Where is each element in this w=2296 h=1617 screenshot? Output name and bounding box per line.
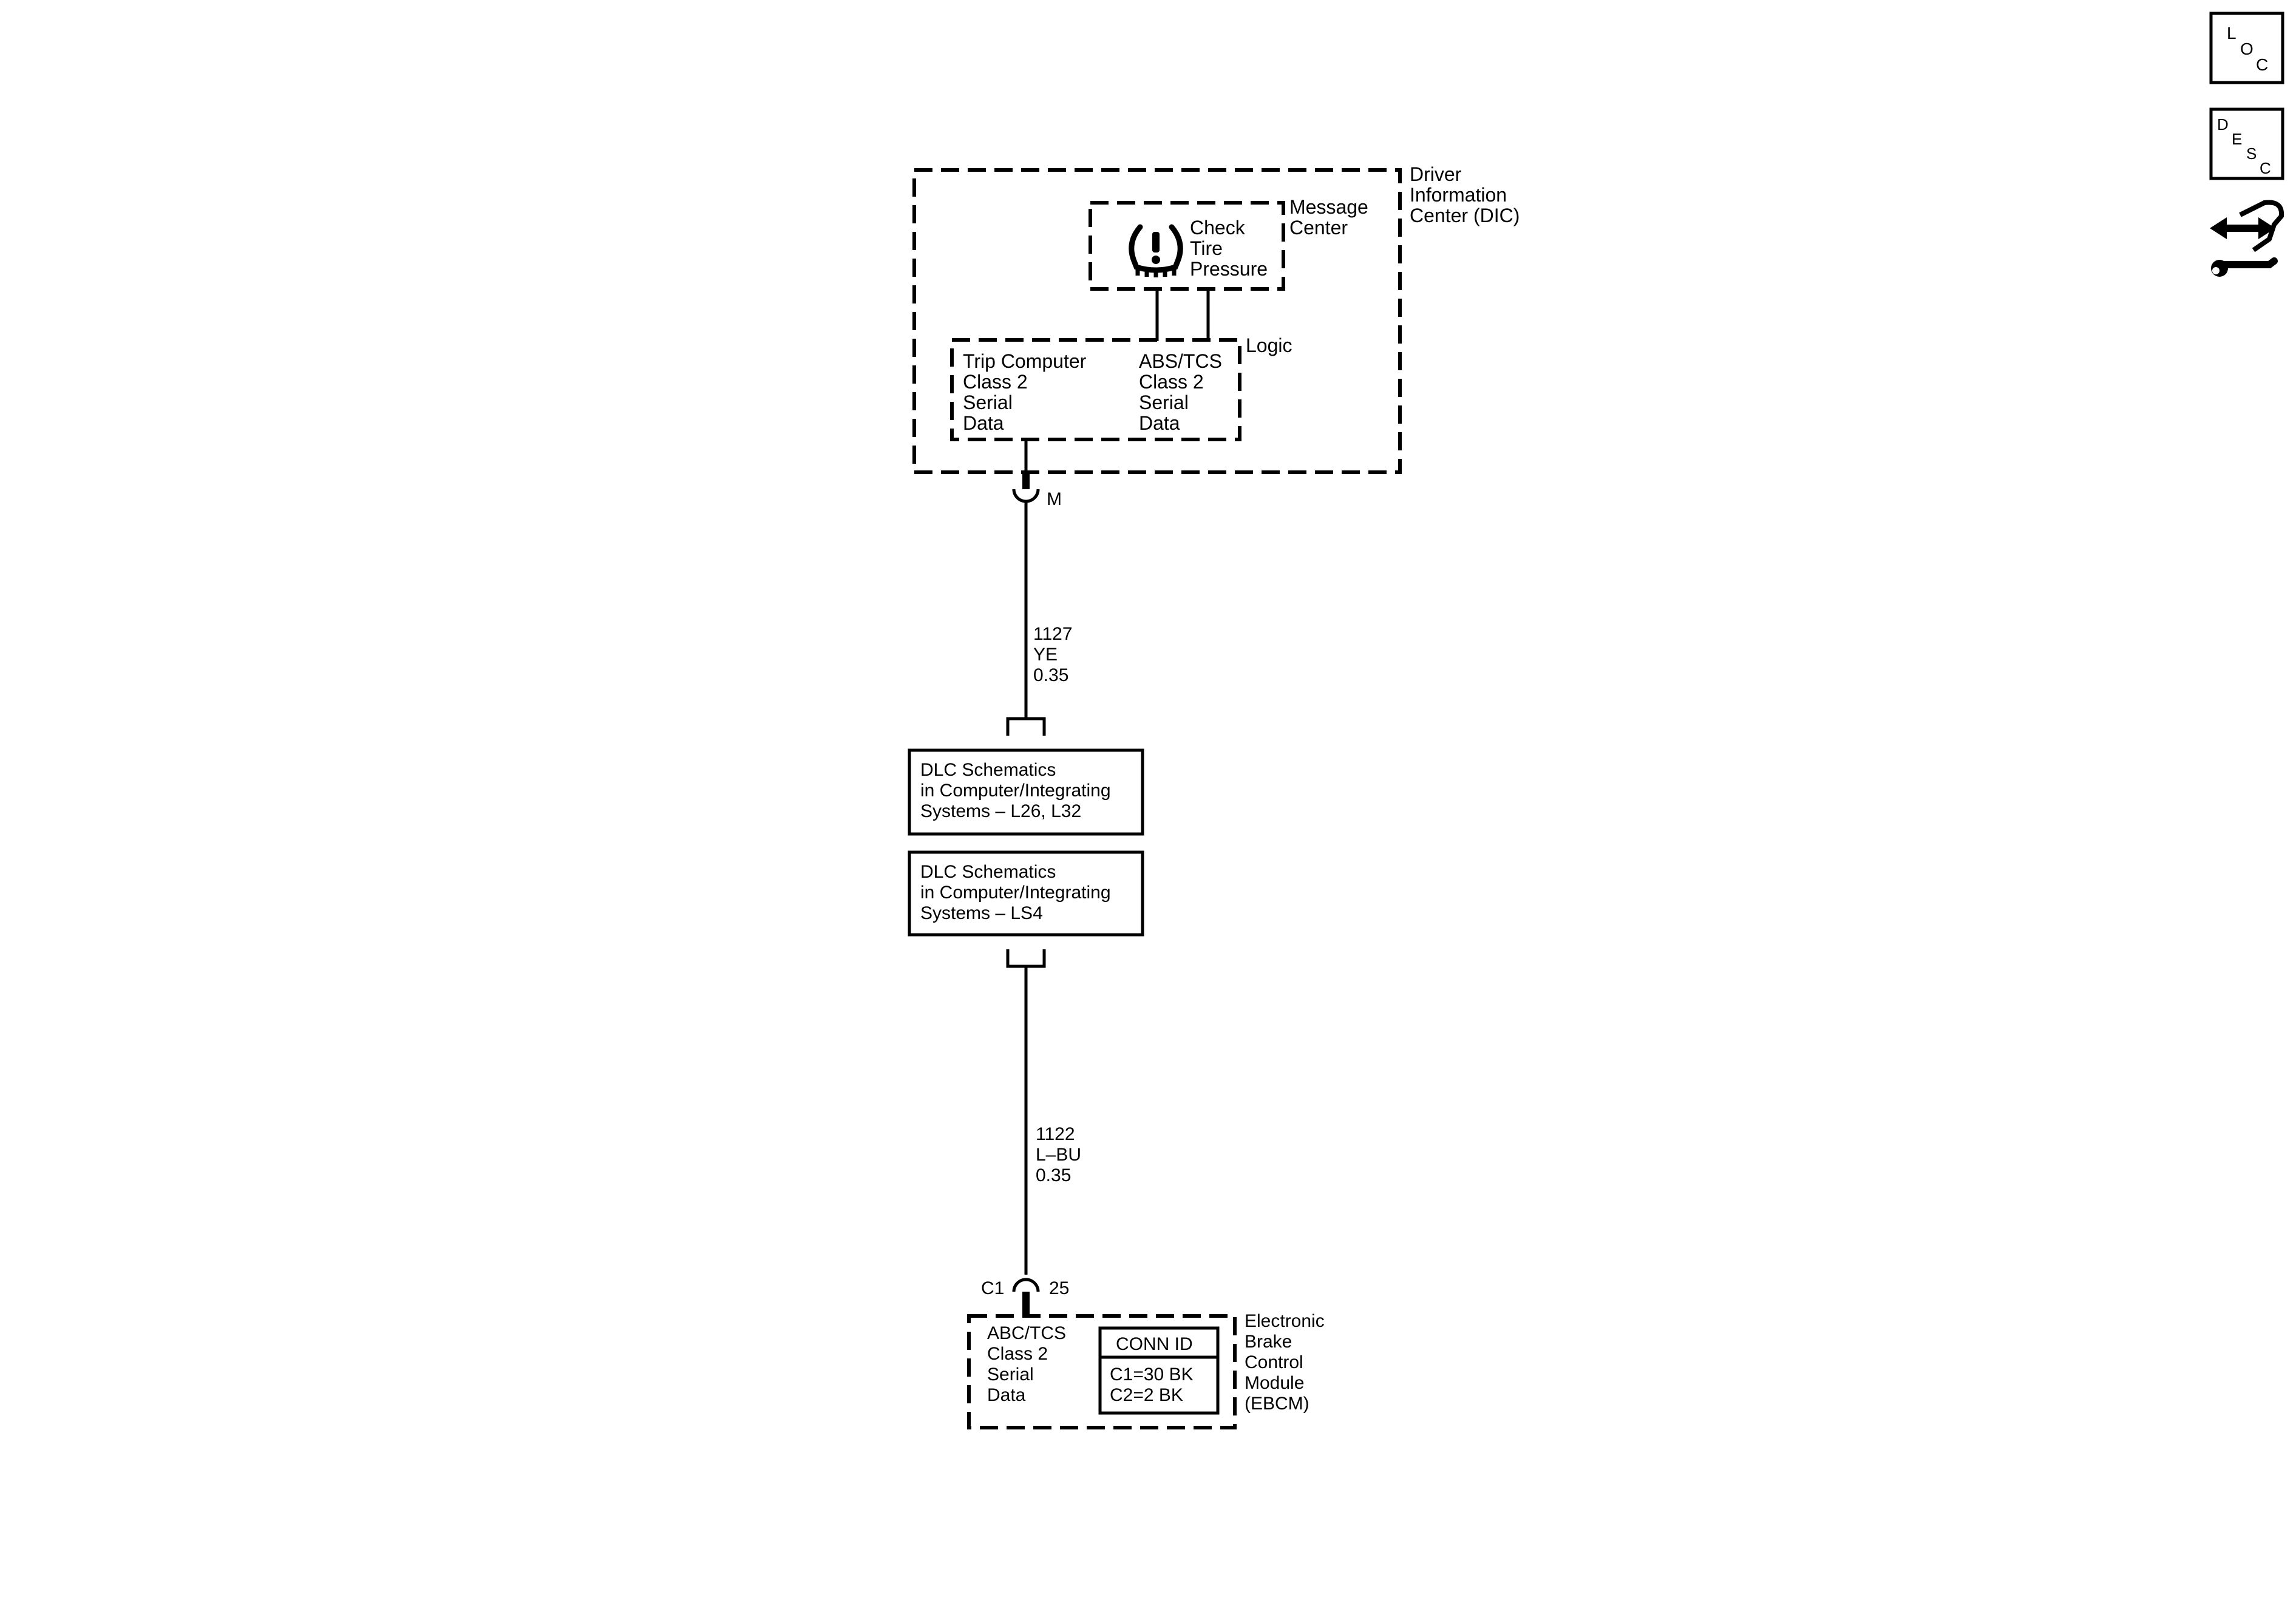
ebcm-data-line3: Serial xyxy=(987,1364,1034,1385)
dlc-reference-1-box[interactable] xyxy=(908,748,1144,836)
svg-text:C: C xyxy=(2260,159,2271,177)
wire-lower-color: L–BU xyxy=(1036,1145,1081,1165)
logic-label: Logic xyxy=(1246,334,1292,356)
conn-id-title: CONN ID xyxy=(1116,1334,1193,1354)
connector-m-terminal xyxy=(1022,472,1030,489)
dlc-reference-2-box[interactable] xyxy=(908,850,1144,937)
ebcm-boundary xyxy=(967,1314,1237,1429)
svg-text:O: O xyxy=(2240,39,2254,58)
dlc-reference-2[interactable]: DLC Schematics in Computer/Integrating S… xyxy=(908,850,1144,937)
trip-computer-line3: Serial xyxy=(963,392,1013,413)
ebcm-name-line3: Control xyxy=(1245,1352,1303,1372)
connector-m: M xyxy=(1012,489,1062,509)
message-text-line2: Tire xyxy=(1190,237,1223,259)
trip-computer-line2: Class 2 xyxy=(963,371,1028,393)
connector-c1-terminal xyxy=(1022,1292,1030,1316)
dic-name-line1: Driver xyxy=(1410,163,1462,185)
ebcm-name-line1: Electronic xyxy=(1245,1311,1325,1331)
ebcm-name-line2: Brake xyxy=(1245,1332,1292,1352)
dlc-reference-2-line1: DLC Schematics xyxy=(920,862,1056,882)
svg-text:D: D xyxy=(2217,115,2229,134)
desc-icon[interactable]: D E S C xyxy=(2209,107,2284,180)
ebcm-name-line5: (EBCM) xyxy=(1245,1394,1309,1414)
wire-lower-gauge: 0.35 xyxy=(1036,1165,1071,1185)
dic-module: Driver Information Center (DIC) Message … xyxy=(912,163,1520,489)
abs-tcs-line3: Serial xyxy=(1139,392,1189,413)
connector-c1-label: C1 xyxy=(981,1278,1004,1298)
conn-id-row-1: C1=30 BK xyxy=(1110,1364,1194,1385)
trip-computer-line4: Data xyxy=(963,412,1004,434)
wire-upper-circuit: 1127 xyxy=(1033,624,1073,644)
conn-id-box xyxy=(1098,1326,1220,1415)
dic-boundary xyxy=(912,168,1402,474)
dlc-reference-2-line2: in Computer/Integrating xyxy=(920,883,1111,903)
loc-icon[interactable]: L O C xyxy=(2209,12,2284,84)
message-text-line3: Pressure xyxy=(1190,258,1268,280)
wire-upper-color: YE xyxy=(1033,645,1058,665)
ebcm-module: ABC/TCS Class 2 Serial Data CONN ID C1=3… xyxy=(967,1311,1325,1429)
ebcm-data-line1: ABC/TCS xyxy=(987,1323,1066,1343)
abs-tcs-line1: ABS/TCS xyxy=(1139,350,1222,372)
dic-name-line3: Center (DIC) xyxy=(1410,205,1520,226)
conn-id-table: CONN ID C1=30 BK C2=2 BK xyxy=(1098,1326,1220,1415)
dlc-upper-bracket xyxy=(1006,717,1046,736)
dlc-reference-1-line2: in Computer/Integrating xyxy=(920,781,1111,801)
dlc-lower-bracket xyxy=(1006,949,1046,968)
svg-text:L: L xyxy=(2227,24,2237,42)
message-center-boundary xyxy=(1089,201,1285,291)
abs-tcs-line4: Data xyxy=(1139,412,1180,434)
dlc-reference-2-line3: Systems – LS4 xyxy=(920,903,1043,923)
message-center-label-line1: Message xyxy=(1289,196,1368,218)
message-center-label-line2: Center xyxy=(1289,217,1348,239)
connector-c1: C1 25 xyxy=(981,1278,1069,1316)
connector-c1-symbol xyxy=(1012,1278,1040,1292)
dic-name-line2: Information xyxy=(1410,184,1507,206)
dlc-reference-1-line3: Systems – L26, L32 xyxy=(920,801,1081,821)
connector-m-symbol xyxy=(1012,489,1040,503)
tire-pressure-warning-icon xyxy=(1129,224,1183,277)
trip-computer-line1: Trip Computer xyxy=(963,350,1087,372)
logic-boundary xyxy=(950,338,1241,441)
wrench-arrows-icon[interactable] xyxy=(2210,200,2284,277)
message-text-line1: Check xyxy=(1190,217,1246,239)
wire-lower-circuit: 1122 xyxy=(1036,1124,1075,1144)
dlc-reference-1[interactable]: DLC Schematics in Computer/Integrating S… xyxy=(908,748,1144,836)
ebcm-name-line4: Module xyxy=(1245,1373,1304,1393)
wire-upper-gauge: 0.35 xyxy=(1033,665,1068,685)
ebcm-data-line4: Data xyxy=(987,1385,1026,1405)
conn-id-row-2: C2=2 BK xyxy=(1110,1385,1183,1405)
connector-c1-pin: 25 xyxy=(1049,1278,1069,1298)
ebcm-data-line2: Class 2 xyxy=(987,1344,1048,1364)
svg-text:S: S xyxy=(2246,144,2257,163)
dlc-reference-1-line1: DLC Schematics xyxy=(920,760,1056,780)
abs-tcs-line2: Class 2 xyxy=(1139,371,1204,393)
svg-text:C: C xyxy=(2256,55,2268,74)
svg-text:E: E xyxy=(2232,130,2242,148)
connector-m-label: M xyxy=(1047,489,1062,509)
